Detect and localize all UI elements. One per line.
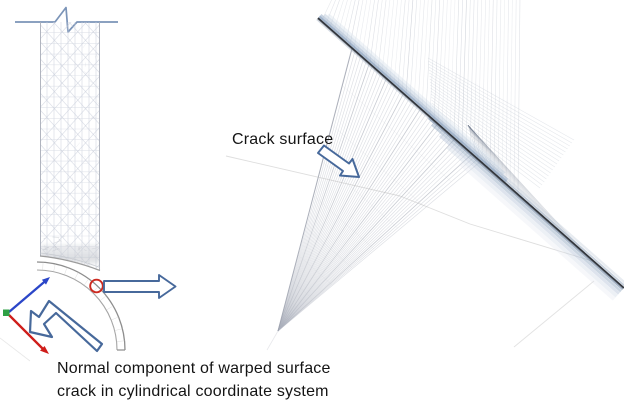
caption-line-2: crack in cylindrical coordinate system: [57, 383, 329, 400]
normal-component-elbow-arrow: [28, 299, 104, 353]
mesh-dark-band: [316, 13, 624, 301]
break-line-symbol: [15, 6, 118, 33]
axis-blue-arrow: [8, 277, 50, 313]
cylinder-edges: [39, 22, 101, 272]
mesh-fine-fan: [467, 124, 586, 253]
crack-surface-label: Crack surface: [232, 131, 334, 148]
construction-lines: [225, 155, 595, 348]
radial-direction-arrow: [103, 274, 177, 299]
crack-arc-band: [0, 261, 126, 362]
mesh-fan-lower: [266, 47, 481, 351]
mesh-fold: [427, 57, 575, 189]
axis-red-arrow: [8, 314, 49, 354]
origin-marker: [3, 309, 10, 316]
crack-surface-arrow: [317, 144, 360, 178]
coordinate-triad: [3, 277, 50, 354]
mesh-fan-upper: [321, 0, 521, 193]
caption-line-1: Normal component of warped surface: [57, 360, 331, 377]
red-circle-marker: [89, 278, 104, 294]
crack-surface-mesh: [225, 0, 624, 351]
